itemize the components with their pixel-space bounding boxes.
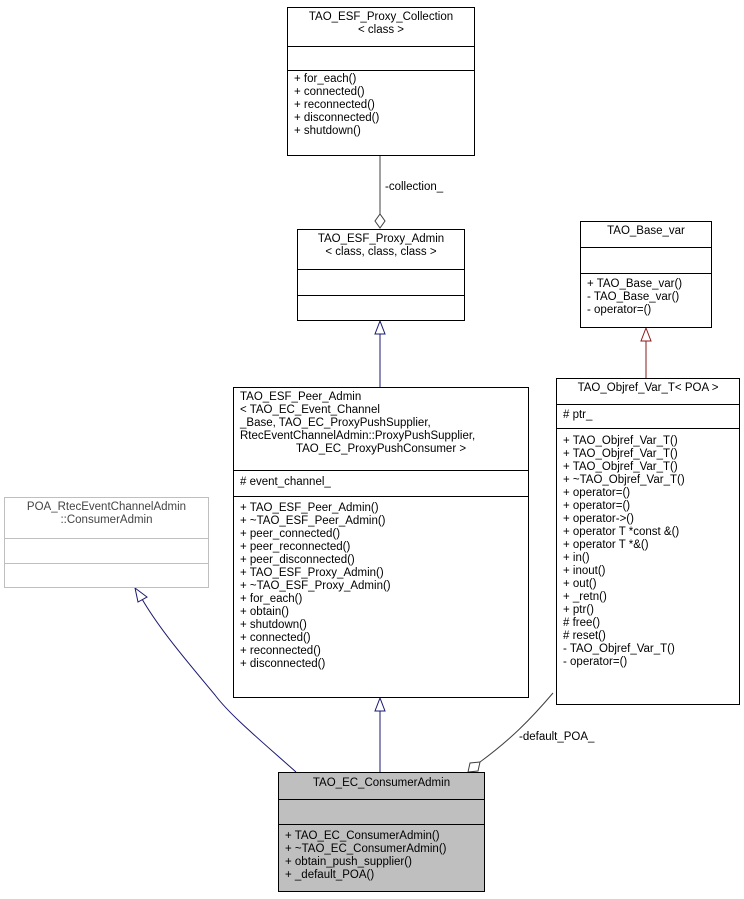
attributes-section [279, 799, 484, 824]
method[interactable]: + TAO_Objref_Var_T() [563, 461, 678, 473]
method[interactable]: # reset() [563, 630, 606, 642]
template-params: < class, class, class > [325, 246, 437, 258]
method[interactable]: + operator=() [563, 500, 631, 512]
method[interactable]: + out() [563, 578, 597, 590]
class-consumer-admin[interactable]: TAO_EC_ConsumerAdmin + TAO_EC_ConsumerAd… [278, 772, 485, 892]
attribute[interactable]: # event_channel_ [240, 476, 331, 488]
aggregation-diamond-collection [374, 213, 386, 229]
method[interactable]: + connected() [294, 86, 365, 98]
method[interactable]: + TAO_Objref_Var_T() [563, 435, 678, 447]
methods-section [5, 563, 208, 587]
method[interactable]: + TAO_EC_ConsumerAdmin() [285, 830, 440, 842]
class-name-scope: ::ConsumerAdmin [60, 514, 153, 526]
inheritance-arrow-peer-admin [374, 696, 386, 712]
edge-label-default-poa: -default_POA_ [519, 731, 595, 743]
class-base-var[interactable]: TAO_Base_var + TAO_Base_var() - TAO_Base… [580, 221, 712, 328]
methods-section [298, 295, 464, 320]
method[interactable]: + shutdown() [294, 125, 361, 137]
attributes-section [298, 269, 464, 295]
template-params: TAO_EC_ProxyPushConsumer > [295, 443, 467, 455]
methods-section: + TAO_Base_var() - TAO_Base_var() - oper… [581, 273, 711, 320]
class-proxy-admin[interactable]: TAO_ESF_Proxy_Admin < class, class, clas… [297, 229, 465, 321]
edge-label-collection: -collection_ [385, 181, 444, 193]
methods-section: + TAO_ESF_Peer_Admin() + ~TAO_ESF_Peer_A… [234, 496, 528, 674]
method[interactable]: + ~TAO_EC_ConsumerAdmin() [285, 843, 447, 855]
method[interactable]: + TAO_ESF_Peer_Admin() [240, 502, 379, 514]
edge-default-poa [479, 692, 554, 763]
methods-section: + for_each() + connected() + reconnected… [288, 70, 474, 141]
method[interactable]: - TAO_Objref_Var_T() [563, 643, 675, 655]
class-proxy-collection[interactable]: TAO_ESF_Proxy_Collection < class > + for… [287, 7, 475, 156]
method[interactable]: + in() [563, 552, 590, 564]
template-params: RtecEventChannelAdmin::ProxyPushSupplier… [240, 430, 476, 442]
method[interactable]: + ~TAO_ESF_Peer_Admin() [240, 515, 386, 527]
template-params: < TAO_EC_Event_Channel [240, 404, 380, 416]
inheritance-arrow-base-var [640, 326, 652, 342]
class-name: TAO_Objref_Var_T< POA > [577, 382, 719, 394]
attributes-section: # event_channel_ [234, 470, 528, 496]
edge-consumer-to-poa-admin [141, 598, 297, 773]
attributes-section: # ptr_ [557, 404, 739, 428]
methods-section: + TAO_Objref_Var_T() + TAO_Objref_Var_T(… [557, 428, 739, 672]
method[interactable]: # free() [563, 617, 601, 629]
method[interactable]: + for_each() [294, 73, 357, 85]
method[interactable]: + obtain_push_supplier() [285, 856, 412, 868]
method[interactable]: + obtain() [240, 606, 289, 618]
class-objref-var[interactable]: TAO_Objref_Var_T< POA > # ptr_ + TAO_Obj… [556, 378, 740, 705]
aggregation-diamond-default-poa [467, 761, 481, 773]
method[interactable]: + disconnected() [240, 658, 326, 670]
method[interactable]: + _retn() [563, 591, 607, 603]
method[interactable]: + ptr() [563, 604, 594, 616]
method[interactable]: + for_each() [240, 593, 303, 605]
class-name: POA_RtecEventChannelAdmin [26, 501, 187, 513]
class-name: TAO_Base_var [607, 225, 685, 237]
method[interactable]: + peer_disconnected() [240, 554, 355, 566]
template-params: _Base, TAO_EC_ProxyPushSupplier, [240, 417, 431, 429]
attribute[interactable]: # ptr_ [563, 409, 593, 421]
method[interactable]: + reconnected() [294, 99, 375, 111]
method[interactable]: + TAO_ESF_Proxy_Admin() [240, 567, 384, 579]
inheritance-arrow-proxy-admin [374, 319, 386, 335]
method[interactable]: + disconnected() [294, 112, 380, 124]
attributes-section [581, 247, 711, 273]
method[interactable]: + operator T *&() [563, 539, 649, 551]
method[interactable]: + operator T *const &() [563, 526, 680, 538]
method[interactable]: + TAO_Objref_Var_T() [563, 448, 678, 460]
class-poa-consumer-admin[interactable]: POA_RtecEventChannelAdmin ::ConsumerAdmi… [4, 497, 209, 588]
inheritance-arrow-poa-admin [134, 586, 148, 603]
method[interactable]: + reconnected() [240, 645, 321, 657]
method[interactable]: + operator=() [563, 487, 631, 499]
method[interactable]: + shutdown() [240, 619, 307, 631]
class-name: TAO_EC_ConsumerAdmin [312, 777, 451, 789]
class-name: TAO_ESF_Proxy_Collection [308, 11, 454, 23]
method[interactable]: - operator=() [587, 304, 652, 316]
method[interactable]: + TAO_Base_var() [587, 278, 683, 290]
template-params: < class > [357, 24, 405, 36]
method[interactable]: + inout() [563, 565, 606, 577]
class-peer-admin[interactable]: TAO_ESF_Peer_Admin < TAO_EC_Event_Channe… [233, 387, 529, 698]
method[interactable]: - TAO_Base_var() [587, 291, 680, 303]
method[interactable]: + _default_POA() [285, 869, 375, 881]
method[interactable]: + peer_reconnected() [240, 541, 351, 553]
methods-section: + TAO_EC_ConsumerAdmin() + ~TAO_EC_Consu… [279, 824, 484, 885]
method[interactable]: + ~TAO_Objref_Var_T() [563, 474, 685, 486]
method[interactable]: - operator=() [563, 656, 628, 668]
class-name: TAO_ESF_Peer_Admin [240, 391, 362, 403]
class-name: TAO_ESF_Proxy_Admin [317, 233, 445, 245]
attributes-section [288, 46, 474, 70]
method[interactable]: + ~TAO_ESF_Proxy_Admin() [240, 580, 391, 592]
attributes-section [5, 538, 208, 563]
method[interactable]: + connected() [240, 632, 311, 644]
method[interactable]: + operator->() [563, 513, 634, 525]
method[interactable]: + peer_connected() [240, 528, 341, 540]
